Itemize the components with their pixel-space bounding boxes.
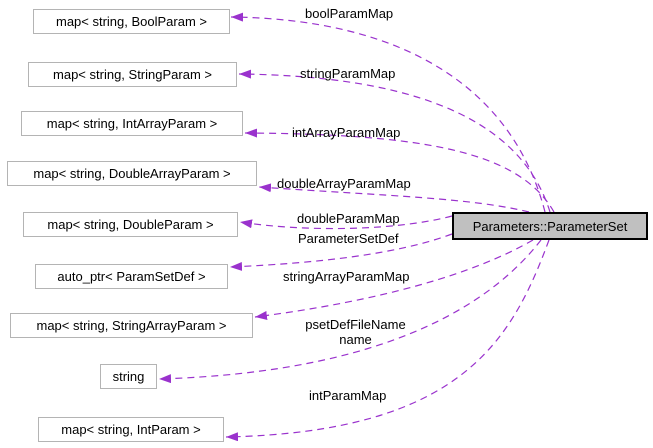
edge-label-intparammap: intParamMap	[309, 388, 387, 403]
node-parameters-parameterset: Parameters::ParameterSet	[452, 212, 648, 240]
edge-label-psetdeffilename-name: psetDefFileName name	[298, 317, 413, 347]
node-map-string-intparam[interactable]: map< string, IntParam >	[38, 417, 224, 442]
edge-label-doublearrayparammap: doubleArrayParamMap	[277, 176, 411, 191]
edge-label-psetdeffilename-line2: name	[339, 332, 372, 347]
edge-label-stringparammap: stringParamMap	[300, 66, 396, 81]
node-map-string-stringparam[interactable]: map< string, StringParam >	[28, 62, 237, 87]
edge-intparammap	[225, 239, 550, 442]
node-map-string-stringarrayparam[interactable]: map< string, StringArrayParam >	[10, 313, 253, 338]
node-map-string-doublearrayparam[interactable]: map< string, DoubleArrayParam >	[7, 161, 257, 186]
edge-stringparammap	[238, 69, 551, 213]
node-map-string-doubleparam[interactable]: map< string, DoubleParam >	[23, 212, 238, 237]
node-string[interactable]: string	[100, 364, 157, 389]
edge-label-stringarrayparammap: stringArrayParamMap	[283, 269, 410, 284]
edge-parametersetdef	[229, 233, 453, 271]
edge-label-intarrayparammap: intArrayParamMap	[292, 125, 401, 140]
edge-psetdeffilename	[158, 239, 542, 384]
node-map-string-boolparam[interactable]: map< string, BoolParam >	[33, 9, 230, 34]
edge-intarrayparammap	[244, 128, 555, 213]
edge-doublearrayparammap	[258, 183, 530, 213]
edge-boolparammap	[230, 12, 546, 213]
edge-label-doubleparammap: doubleParamMap	[297, 211, 400, 226]
node-auto-ptr-paramsetdef[interactable]: auto_ptr< ParamSetDef >	[35, 264, 228, 289]
edge-label-psetdeffilename-line1: psetDefFileName	[305, 317, 406, 332]
node-map-string-intarrayparam[interactable]: map< string, IntArrayParam >	[21, 111, 243, 136]
edge-stringarrayparammap	[254, 239, 534, 320]
edge-label-parametersetdef: ParameterSetDef	[298, 231, 399, 246]
edge-label-boolparammap: boolParamMap	[305, 6, 394, 21]
